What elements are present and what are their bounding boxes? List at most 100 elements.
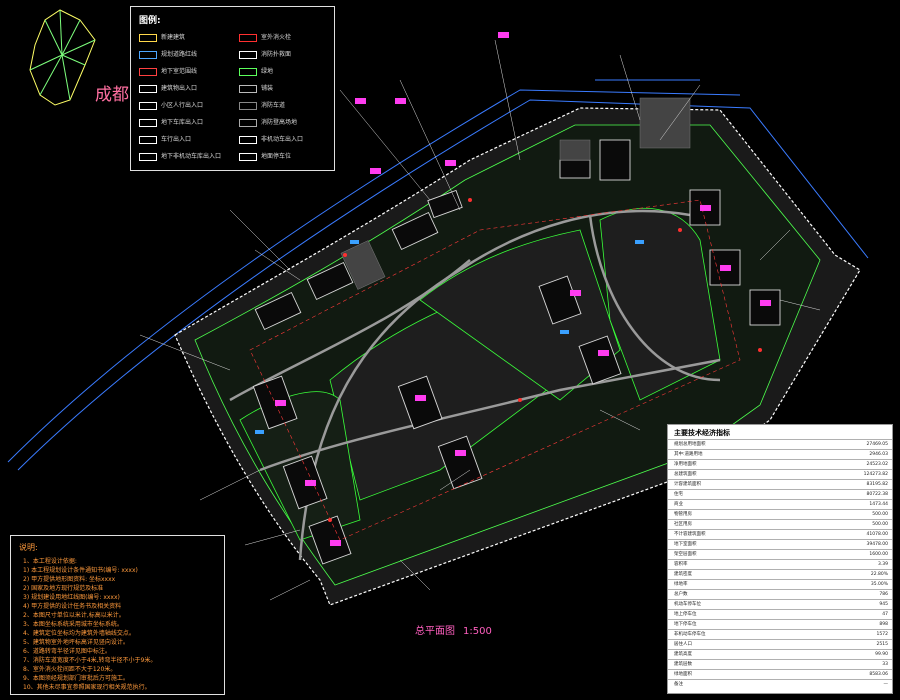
note-line: 10、其他未尽事宜参照国家现行相关规范执行。 <box>23 684 151 691</box>
table-row-value: 2515 <box>876 642 888 647</box>
table-row-value: 124273.82 <box>863 472 888 477</box>
table-row-key: 总建筑面积 <box>674 472 697 477</box>
table-row-value: 3.39 <box>877 562 888 567</box>
entrance-marker <box>255 430 264 434</box>
building-label <box>445 160 456 166</box>
table-row-value: 27469.05 <box>866 442 888 447</box>
note-line: 2) 甲方提供地形图资料: 坐标xxxx <box>23 576 116 583</box>
building-label <box>455 450 466 456</box>
legend-item: 消防扑救面 <box>239 50 291 60</box>
legend-item-label: 建筑物出入口 <box>161 85 198 92</box>
building-label <box>275 400 286 406</box>
basement-boundary <box>249 199 741 541</box>
table-row: 计容建筑面积 83195.82 <box>668 479 892 489</box>
legend-item: 规划道路红线 <box>139 50 197 60</box>
table-row-key: 建筑密度 <box>674 572 692 577</box>
legend-item: 地下室范围线 <box>139 67 197 77</box>
legend-swatch-icon <box>139 50 157 59</box>
table-row: 备注— <box>668 679 892 689</box>
legend-item-label: 地下室范围线 <box>161 68 198 75</box>
legend-swatch-icon <box>139 67 157 76</box>
building-label <box>395 98 406 104</box>
legend-item: 地下非机动车库出入口 <box>139 152 221 162</box>
legend-swatch-icon <box>239 50 257 59</box>
table-row-value: 1473.44 <box>869 502 888 507</box>
legend-swatch-icon <box>139 135 157 144</box>
legend-item: 地面停车位 <box>239 152 291 162</box>
building-label <box>598 350 609 356</box>
legend-item: 室外消火栓 <box>239 33 291 43</box>
legend-item-label: 消防车道 <box>261 102 286 109</box>
table-row-key: 绿地面积 <box>674 672 692 677</box>
table-row: 总建筑面积 124273.82 <box>668 469 892 479</box>
note-line: 1) 本工程规划设计条件通知书(编号: xxxx) <box>23 567 138 574</box>
table-row-value: 1572 <box>876 632 888 637</box>
fire-hydrants <box>328 198 762 522</box>
notes-title: 说明: <box>19 543 38 552</box>
legend-item-label: 室外消火栓 <box>261 34 292 41</box>
legend-item: 消防登高场地 <box>239 118 297 128</box>
table-row-value: 33 <box>882 662 888 667</box>
table-row-key: 其中:道路用地 <box>674 452 703 457</box>
table-row: 非机动车停车位 1572 <box>668 629 892 639</box>
building-label <box>330 540 341 546</box>
legend-swatch-icon <box>139 101 157 110</box>
note-line: 3、本图坐标系统采用城市坐标系统。 <box>23 621 123 628</box>
legend-swatch-icon <box>239 33 257 42</box>
legend-swatch-icon <box>239 84 257 93</box>
legend-box: 图例: 新建建筑室外消火栓规划道路红线消防扑救面地下室范围线绿地建筑物出入口铺装… <box>130 6 335 171</box>
legend-item-label: 规划道路红线 <box>161 51 198 58</box>
table-row-key: 社区用房 <box>674 522 692 527</box>
table-row-key: 地下室面积 <box>674 542 697 547</box>
table-row-key: 地上停车位 <box>674 612 697 617</box>
table-row-value: 99.90 <box>875 652 888 657</box>
legend-item-label: 地下车库出入口 <box>161 119 204 126</box>
legend-swatch-icon <box>239 135 257 144</box>
table-row-key: 居住人口 <box>674 642 692 647</box>
table-row: 容积率 3.39 <box>668 559 892 569</box>
legend-item: 非机动车出入口 <box>239 135 303 145</box>
table-row-value: 898 <box>879 622 888 627</box>
table-row-value: 8583.06 <box>869 672 888 677</box>
legend-item-label: 消防扑救面 <box>261 51 292 58</box>
note-line: 2、本图尺寸单位以米计,标高以米计。 <box>23 612 125 619</box>
note-line: 3) 规划建设用地红线图(编号: xxxx) <box>23 594 120 601</box>
entrance-marker <box>635 240 644 244</box>
table-row: 居住人口 2515 <box>668 639 892 649</box>
building-label <box>498 32 509 38</box>
city-label: 成都 <box>95 85 129 105</box>
table-row-key: 非机动车停车位 <box>674 632 706 637</box>
legend-item: 绿地 <box>239 67 273 77</box>
legend-swatch-icon <box>239 152 257 161</box>
note-line: 9、本图须经规划部门审批后方可施工。 <box>23 675 129 682</box>
note-line: 7、消防车道宽度不小于4米,转弯半径不小于9米。 <box>23 657 157 664</box>
table-row-key: 地下停车位 <box>674 622 697 627</box>
table-row: 建筑密度 22.80% <box>668 569 892 579</box>
legend-swatch-icon <box>139 33 157 42</box>
design-notes: 说明: 1、本工程设计依据: 1) 本工程规划设计条件通知书(编号: xxxx)… <box>10 535 225 695</box>
legend-item-label: 新建建筑 <box>161 34 186 41</box>
table-row-key: 计容建筑面积 <box>674 482 701 487</box>
table-row-key: 总户数 <box>674 592 688 597</box>
table-row-key: 商业 <box>674 502 683 507</box>
table-row-key: 不计容建筑面积 <box>674 532 706 537</box>
leader-lines <box>139 39 821 601</box>
table-row: 商业 1473.44 <box>668 499 892 509</box>
table-row-value: 22.80% <box>870 572 888 577</box>
note-line: 1、本工程设计依据: <box>23 558 77 565</box>
table-row-key: 架空层面积 <box>674 552 697 557</box>
table-row-key: 容积率 <box>674 562 688 567</box>
building-label <box>760 300 771 306</box>
legend-item: 车行出入口 <box>139 135 191 145</box>
table-row-value: 83195.82 <box>866 482 888 487</box>
note-line: 8、室外消火栓间距不大于120米。 <box>23 666 117 673</box>
